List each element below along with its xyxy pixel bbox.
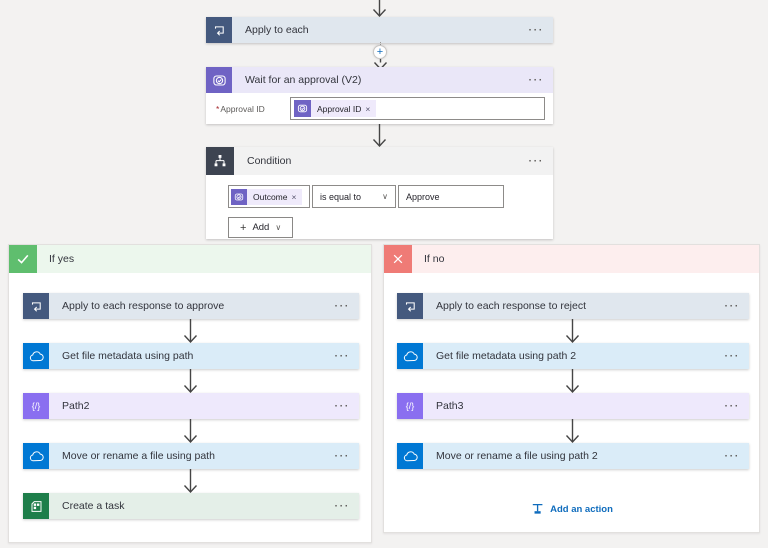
menu-ellipsis[interactable]: ··· <box>724 400 740 412</box>
action-title: Path2 <box>62 400 90 412</box>
approval-id-label: *Approval ID <box>216 103 265 114</box>
condition-operator-dropdown[interactable]: is equal to ∨ <box>312 185 396 208</box>
connector-arrow <box>564 369 581 394</box>
connector-arrow <box>182 319 199 344</box>
branch-label: If no <box>424 253 445 265</box>
insert-step-connector: + <box>363 42 397 70</box>
loop-icon <box>397 293 423 319</box>
close-icon[interactable]: × <box>291 191 297 202</box>
menu-ellipsis[interactable]: ··· <box>724 450 740 462</box>
action-title: Apply to each <box>245 24 309 36</box>
condition-value-input[interactable] <box>398 185 504 208</box>
close-icon[interactable]: × <box>365 103 371 114</box>
operator-label: is equal to <box>320 191 362 202</box>
approvals-icon <box>231 188 247 205</box>
action-title: Move or rename a file using path <box>62 450 215 462</box>
menu-ellipsis[interactable]: ··· <box>528 155 544 167</box>
menu-ellipsis[interactable]: ··· <box>528 24 544 36</box>
action-apply-to-each-response-reject[interactable]: Apply to each response to reject ··· <box>397 293 749 319</box>
check-icon <box>9 245 37 273</box>
if-yes-header[interactable]: If yes <box>9 245 371 273</box>
loop-icon <box>23 293 49 319</box>
chevron-down-icon: ∨ <box>275 223 282 232</box>
approvals-icon <box>294 100 311 117</box>
add-label: Add <box>252 222 270 233</box>
plus-icon: + <box>376 46 384 58</box>
required-asterisk: * <box>216 103 220 114</box>
action-title: Path3 <box>436 400 464 412</box>
add-action-label: Add an action <box>550 503 613 515</box>
connector-arrow <box>564 419 581 444</box>
onedrive-icon <box>397 443 423 469</box>
onedrive-icon <box>23 443 49 469</box>
plus-icon: + <box>240 221 247 234</box>
connector-arrow <box>182 469 199 494</box>
menu-ellipsis[interactable]: ··· <box>724 300 740 312</box>
wait-for-approval-header[interactable]: Wait for an approval (V2) ··· <box>206 67 553 93</box>
menu-ellipsis[interactable]: ··· <box>334 400 350 412</box>
token-label: Outcome <box>253 191 288 202</box>
approval-id-token[interactable]: Approval ID× <box>294 100 377 117</box>
planner-icon <box>23 493 49 519</box>
token-label: Approval ID <box>317 103 362 114</box>
branch-if-yes: If yes Apply to each response to approve… <box>8 244 372 543</box>
connector-arrow <box>182 369 199 394</box>
action-wait-for-approval[interactable]: Wait for an approval (V2) ··· *Approval … <box>206 67 553 124</box>
connector-arrow <box>371 0 388 18</box>
connector-arrow <box>371 124 388 148</box>
action-path3[interactable]: {/} Path3 ··· <box>397 393 749 419</box>
action-apply-to-each-response-approve[interactable]: Apply to each response to approve ··· <box>23 293 359 319</box>
menu-ellipsis[interactable]: ··· <box>334 450 350 462</box>
action-get-file-metadata-using-path-2[interactable]: Get file metadata using path 2 ··· <box>397 343 749 369</box>
condition-operand-input[interactable]: Outcome× <box>228 185 310 208</box>
add-an-action-button[interactable]: Add an action <box>530 502 613 516</box>
action-path2[interactable]: {/} Path2 ··· <box>23 393 359 419</box>
action-title: Apply to each response to approve <box>62 300 225 312</box>
branch-label: If yes <box>49 253 75 265</box>
menu-ellipsis[interactable]: ··· <box>334 350 350 362</box>
condition-add-button[interactable]: + Add ∨ <box>228 217 294 238</box>
dotted-stub <box>379 42 381 45</box>
menu-ellipsis[interactable]: ··· <box>334 500 350 512</box>
action-title: Get file metadata using path <box>62 350 194 362</box>
chevron-down-icon: ∨ <box>382 192 388 201</box>
action-title: Condition <box>247 155 292 167</box>
action-apply-to-each[interactable]: Apply to each ··· <box>206 17 553 43</box>
code-icon: {/} <box>23 393 49 419</box>
menu-ellipsis[interactable]: ··· <box>334 300 350 312</box>
action-title: Wait for an approval (V2) <box>245 74 362 86</box>
condition-header[interactable]: Condition ··· <box>206 147 553 175</box>
action-get-file-metadata-using-path[interactable]: Get file metadata using path ··· <box>23 343 359 369</box>
condition-body: Outcome× is equal to ∨ + Add ∨ <box>206 175 553 238</box>
action-title: Apply to each response to reject <box>436 300 587 312</box>
approvals-icon <box>206 67 232 93</box>
menu-ellipsis[interactable]: ··· <box>528 74 544 86</box>
if-no-header[interactable]: If no <box>384 245 759 273</box>
wait-for-approval-body: *Approval ID Approval ID× <box>206 93 553 125</box>
code-icon: {/} <box>397 393 423 419</box>
action-condition[interactable]: Condition ··· Outcome× is equal to ∨ <box>206 147 553 239</box>
onedrive-icon <box>397 343 423 369</box>
branch-if-no: If no Apply to each response to reject ·… <box>383 244 760 533</box>
loop-icon <box>206 17 232 43</box>
action-title: Get file metadata using path 2 <box>436 350 577 362</box>
action-create-a-task[interactable]: Create a task ··· <box>23 493 359 519</box>
action-title: Move or rename a file using path 2 <box>436 450 598 462</box>
insert-step-button[interactable]: + <box>373 45 387 59</box>
approval-id-input[interactable]: Approval ID× <box>290 97 545 120</box>
action-title: Create a task <box>62 500 125 512</box>
condition-icon <box>206 147 234 175</box>
menu-ellipsis[interactable]: ··· <box>724 350 740 362</box>
onedrive-icon <box>23 343 49 369</box>
x-icon <box>384 245 412 273</box>
outcome-token[interactable]: Outcome× <box>231 188 303 205</box>
connector-arrow <box>182 419 199 444</box>
action-move-or-rename-file-using-path-2[interactable]: Move or rename a file using path 2 ··· <box>397 443 749 469</box>
add-action-icon <box>532 503 542 514</box>
connector-arrow <box>564 319 581 344</box>
action-move-or-rename-file-using-path[interactable]: Move or rename a file using path ··· <box>23 443 359 469</box>
